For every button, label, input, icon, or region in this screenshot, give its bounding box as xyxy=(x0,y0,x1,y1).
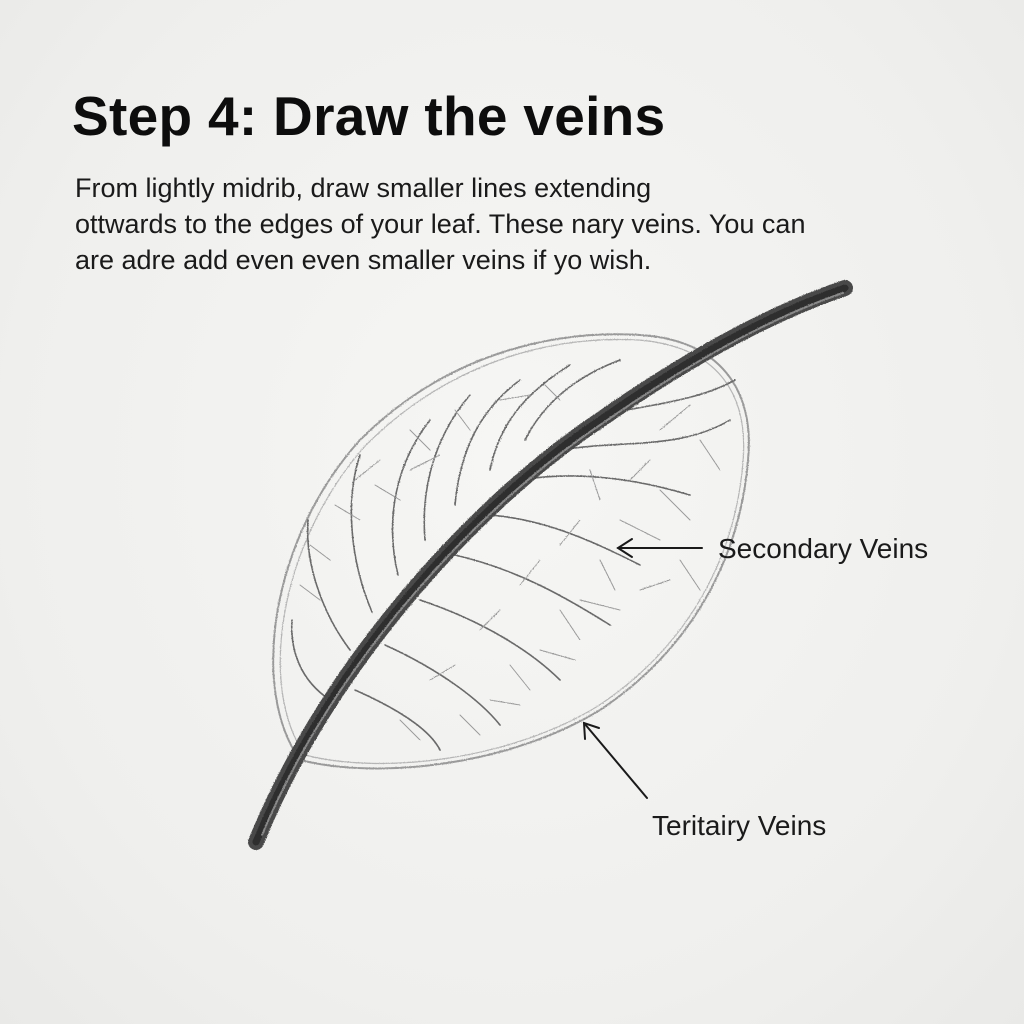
instructions-line-3: are adre add even even smaller veins if … xyxy=(75,245,652,275)
midrib xyxy=(248,280,853,850)
page-title: Step 4: Draw the veins xyxy=(72,85,666,147)
label-secondary-veins: Secondary Veins xyxy=(718,533,929,564)
tertiary-veins-arrow xyxy=(582,721,648,799)
instructions-line-2: ottwards to the edges of your leaf. Thes… xyxy=(75,209,806,239)
tertiary-veins xyxy=(299,384,721,741)
secondary-veins-arrow xyxy=(616,538,703,558)
label-tertiary-veins: Teritairy Veins xyxy=(652,810,827,841)
secondary-veins xyxy=(290,359,736,751)
instructions-line-1: From lightly midrib, draw smaller lines … xyxy=(75,173,652,203)
instructions-text: From lightly midrib, draw smaller lines … xyxy=(75,170,955,278)
leaf-outline xyxy=(272,333,750,770)
